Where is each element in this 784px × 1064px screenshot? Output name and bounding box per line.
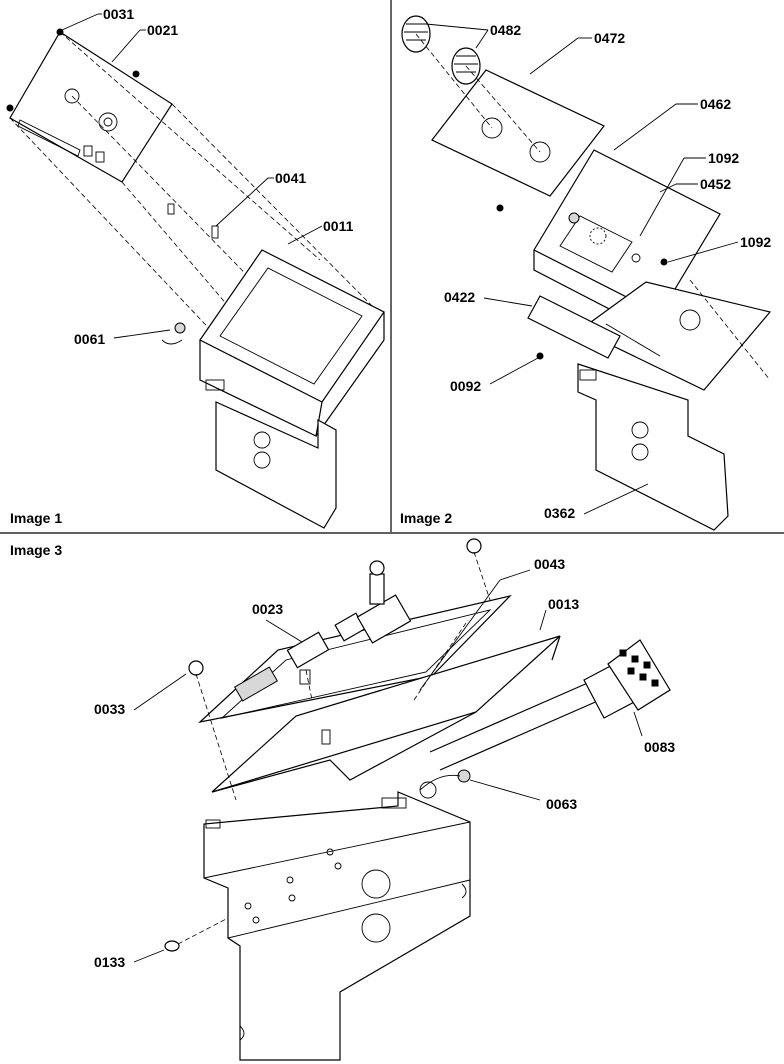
callout-0472: 0472 (594, 30, 625, 46)
callout-0462: 0462 (700, 96, 731, 112)
panel-3-drawing (133, 538, 671, 1061)
callouts: 0031 0021 0041 0011 0061 0482 0472 0462 … (74, 6, 771, 970)
callout-0482: 0482 (490, 22, 521, 38)
callout-0061: 0061 (74, 331, 105, 347)
callout-0063: 0063 (546, 796, 577, 812)
callout-0031: 0031 (103, 6, 134, 22)
callout-0092: 0092 (450, 378, 481, 394)
callout-0021: 0021 (147, 22, 178, 38)
callout-0033: 0033 (94, 701, 125, 717)
callout-0041: 0041 (275, 170, 306, 186)
callout-1092-a: 1092 (708, 150, 739, 166)
callout-1092-b: 1092 (740, 234, 771, 250)
callout-0133: 0133 (94, 954, 125, 970)
panel-label-3: Image 3 (10, 542, 62, 558)
panel-label-2: Image 2 (400, 510, 452, 526)
callout-0422: 0422 (444, 289, 475, 305)
callout-0362: 0362 (544, 505, 575, 521)
panel-2-drawing (401, 15, 772, 531)
panel-dividers (0, 0, 784, 534)
callout-0452: 0452 (700, 176, 731, 192)
callout-0013: 0013 (548, 596, 579, 612)
panel-label-1: Image 1 (10, 510, 62, 526)
panel-1-drawing (6, 13, 385, 529)
callout-0083: 0083 (644, 739, 675, 755)
callout-0043: 0043 (534, 556, 565, 572)
callout-0023: 0023 (252, 601, 283, 617)
callout-0011: 0011 (323, 218, 354, 234)
panel-labels: Image 1 Image 2 Image 3 (10, 510, 452, 558)
